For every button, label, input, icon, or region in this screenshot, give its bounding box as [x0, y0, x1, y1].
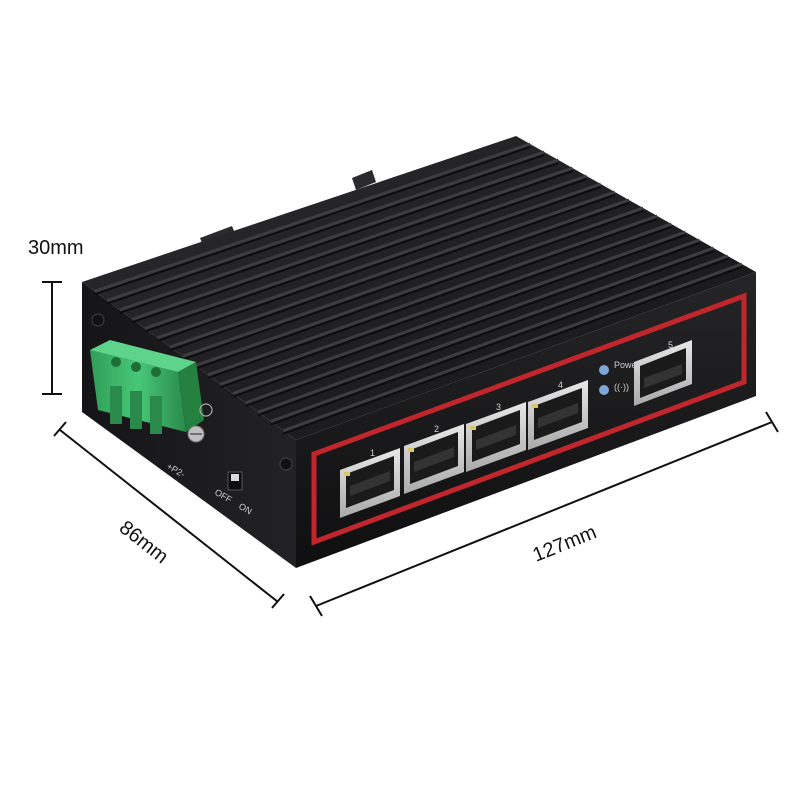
wireless-icon: ((·))	[614, 382, 629, 392]
width-label: 127mm	[530, 521, 600, 566]
ethernet-port-2[interactable]	[404, 424, 464, 494]
heatsink-fin-shadow	[257, 250, 714, 417]
port-label-2: 2	[434, 424, 439, 434]
heatsink-fin-shadow	[283, 266, 743, 435]
heatsink-fin-shadow	[157, 186, 602, 342]
depth-dimension	[53, 421, 285, 609]
ethernet-port-4[interactable]	[528, 380, 588, 450]
port-led	[344, 472, 350, 476]
heatsink-fin	[194, 206, 644, 368]
port-led	[470, 426, 476, 430]
port-label-1: 1	[370, 448, 375, 458]
heatsink-fin	[144, 174, 588, 330]
heatsink-fin	[207, 214, 658, 377]
heatsink-fin-shadow	[232, 234, 686, 398]
heatsink-fin-shadow	[144, 178, 587, 333]
power-terminal-block[interactable]	[90, 340, 204, 434]
port-label-5: 5	[668, 340, 673, 350]
power-led-icon	[599, 365, 609, 375]
heatsink-fin	[182, 198, 630, 358]
red-accent-frame	[311, 292, 747, 546]
ethernet-port-1[interactable]	[340, 448, 400, 518]
mount-screw-icon	[279, 457, 293, 471]
port-led	[408, 448, 414, 452]
heatsink-fin-shadow	[207, 218, 658, 379]
ethernet-port-5[interactable]	[634, 340, 692, 406]
width-dimension	[309, 411, 779, 617]
ethernet-port-3[interactable]	[466, 402, 526, 472]
port-led	[532, 404, 538, 408]
heatsink-fin	[106, 150, 545, 303]
heatsink-fin-shadow	[245, 242, 700, 407]
heatsink-fin	[157, 182, 602, 340]
heatsink-fin-shadow	[106, 154, 545, 305]
heatsink-fin-shadow	[220, 226, 672, 389]
power-led-label: Power	[614, 360, 640, 370]
heatsink-fin	[119, 158, 559, 312]
depth-label: 86mm	[115, 517, 172, 569]
port-label-3: 3	[496, 402, 501, 412]
heatsink-fin	[257, 246, 715, 414]
dip-switch[interactable]	[227, 471, 243, 491]
port-label-4: 4	[558, 380, 563, 390]
heatsink-fin	[219, 222, 672, 386]
heatsink-fin	[245, 238, 701, 405]
heatsink-fin-shadow	[169, 194, 616, 352]
height-label: 30mm	[28, 237, 84, 259]
heatsink-fin-shadow	[94, 146, 531, 296]
heatsink-fins	[94, 142, 743, 435]
heatsink-fin-shadow	[119, 162, 559, 314]
link-led-icon	[599, 385, 609, 395]
heatsink-fin	[270, 254, 729, 423]
ground-screw-icon	[187, 425, 205, 443]
height-dimension	[42, 281, 62, 395]
heatsink-fin	[232, 230, 686, 395]
heatsink-fin	[169, 190, 616, 349]
heatsink-fin-shadow	[270, 258, 729, 426]
heatsink-fin-shadow	[132, 170, 573, 324]
mount-screw-icon	[91, 313, 105, 327]
heatsink-fin	[94, 142, 531, 293]
ethernet-ports: 1 2 3 4	[340, 380, 588, 518]
heatsink-fin	[131, 166, 573, 321]
heatsink-fin	[282, 262, 743, 433]
heatsink-fin-shadow	[182, 202, 630, 361]
ground-symbol-icon	[199, 403, 213, 417]
heatsink-fin-shadow	[194, 210, 644, 370]
